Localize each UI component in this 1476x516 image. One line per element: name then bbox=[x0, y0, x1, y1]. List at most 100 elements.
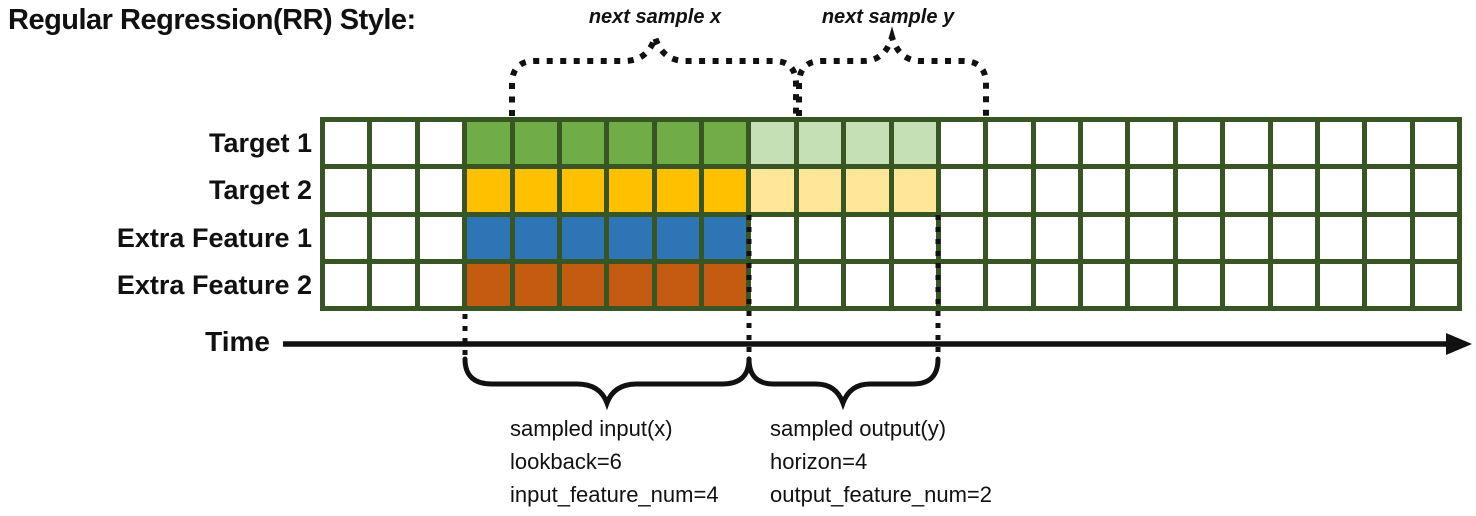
row-label-extra-feature-1: Extra Feature 1 bbox=[116, 222, 312, 253]
grid-cell bbox=[751, 263, 794, 306]
row-label-extra-feature-2: Extra Feature 2 bbox=[116, 270, 312, 301]
grid-cell bbox=[609, 122, 652, 165]
grid-cell bbox=[1130, 122, 1173, 165]
grid-cell bbox=[751, 122, 794, 165]
grid-cell bbox=[1035, 216, 1078, 259]
grid-cell bbox=[940, 122, 984, 165]
grid-cell bbox=[940, 263, 984, 306]
grid-cell bbox=[609, 216, 652, 259]
grid-cell bbox=[514, 216, 557, 259]
grid-cell bbox=[846, 122, 889, 165]
grid-cell bbox=[1319, 216, 1363, 259]
grid-cell bbox=[893, 169, 936, 212]
grid-cell bbox=[1272, 169, 1315, 212]
grid-cell bbox=[561, 122, 605, 165]
grid-cell bbox=[1272, 122, 1315, 165]
grid-cell bbox=[325, 169, 368, 212]
sampled-output-title: sampled output(y) bbox=[770, 416, 947, 441]
grid-cell bbox=[561, 263, 605, 306]
grid-cell bbox=[1177, 122, 1221, 165]
next-sample-y-brace-icon bbox=[796, 26, 989, 116]
grid-cell bbox=[1367, 122, 1410, 165]
grid-cell bbox=[751, 216, 794, 259]
grid-cell bbox=[656, 169, 699, 212]
grid-cell bbox=[1035, 263, 1078, 306]
row-label-target-2: Target 2 bbox=[208, 175, 312, 206]
grid-cell bbox=[1083, 216, 1126, 259]
sampled-input-note: sampled input(x) lookback=6 input_featur… bbox=[510, 412, 719, 511]
lookback-value: lookback=6 bbox=[510, 449, 622, 474]
grid-cell bbox=[751, 169, 794, 212]
grid-cell bbox=[1367, 169, 1410, 212]
output-feature-num: output_feature_num=2 bbox=[770, 482, 993, 507]
grid-cell bbox=[1225, 263, 1268, 306]
grid-cell bbox=[846, 263, 889, 306]
grid-cell bbox=[1177, 216, 1221, 259]
grid-cell bbox=[419, 216, 463, 259]
grid-cell bbox=[1083, 169, 1126, 212]
grid-cell bbox=[798, 122, 842, 165]
grid-cell bbox=[1083, 122, 1126, 165]
next-sample-x-brace-icon bbox=[509, 26, 799, 116]
grid-cell bbox=[893, 216, 936, 259]
grid-cell bbox=[467, 169, 510, 212]
grid-cell bbox=[988, 263, 1031, 306]
grid-cell bbox=[514, 263, 557, 306]
grid-cell bbox=[467, 122, 510, 165]
grid-cell bbox=[656, 216, 699, 259]
grid-cell bbox=[609, 169, 652, 212]
grid-cell bbox=[1367, 216, 1410, 259]
grid-cell bbox=[656, 122, 699, 165]
grid-cell bbox=[1130, 216, 1173, 259]
grid-cell bbox=[419, 263, 463, 306]
grid-cell bbox=[1272, 263, 1315, 306]
time-axis-label: Time bbox=[205, 326, 270, 357]
grid-cell bbox=[1083, 263, 1126, 306]
grid-cell bbox=[1177, 169, 1221, 212]
grid-cell bbox=[325, 263, 368, 306]
grid-cell bbox=[1414, 263, 1457, 306]
grid-cell bbox=[325, 122, 368, 165]
grid-cell bbox=[940, 169, 984, 212]
grid-cell bbox=[1319, 263, 1363, 306]
grid-cell bbox=[467, 263, 510, 306]
grid-cell bbox=[1414, 216, 1457, 259]
grid-cell bbox=[988, 216, 1031, 259]
grid-cell bbox=[372, 169, 415, 212]
grid-cell bbox=[561, 169, 605, 212]
grid-cell bbox=[372, 216, 415, 259]
grid-cell bbox=[372, 122, 415, 165]
sampled-input-title: sampled input(x) bbox=[510, 416, 673, 441]
grid-cell bbox=[893, 263, 936, 306]
grid-cell bbox=[1225, 122, 1268, 165]
grid-cell bbox=[704, 263, 747, 306]
grid-cell bbox=[372, 263, 415, 306]
grid-cell bbox=[988, 169, 1031, 212]
grid-cell bbox=[1225, 216, 1268, 259]
sampled-output-brace-icon bbox=[746, 356, 941, 411]
grid-cell bbox=[893, 122, 936, 165]
next-sample-y-label: next sample y bbox=[821, 6, 955, 28]
grid-cell bbox=[988, 122, 1031, 165]
grid-cell bbox=[798, 263, 842, 306]
input-feature-num: input_feature_num=4 bbox=[510, 482, 719, 507]
grid-cell bbox=[514, 169, 557, 212]
grid-cell bbox=[704, 169, 747, 212]
sample-grid bbox=[320, 117, 1462, 311]
row-label-target-1: Target 1 bbox=[208, 128, 312, 158]
grid-cell bbox=[419, 169, 463, 212]
grid-cell bbox=[1177, 263, 1221, 306]
grid-cell bbox=[704, 216, 747, 259]
grid-cell bbox=[1367, 263, 1410, 306]
time-arrow-icon bbox=[283, 333, 1472, 355]
grid-cell bbox=[940, 216, 984, 259]
grid-cell bbox=[1414, 169, 1457, 212]
grid-cell bbox=[798, 216, 842, 259]
grid-cell bbox=[1272, 216, 1315, 259]
grid-cell bbox=[1319, 122, 1363, 165]
grid-cell bbox=[325, 216, 368, 259]
grid-cell bbox=[514, 122, 557, 165]
grid-cell bbox=[561, 216, 605, 259]
next-sample-x-label: next sample x bbox=[588, 6, 722, 28]
